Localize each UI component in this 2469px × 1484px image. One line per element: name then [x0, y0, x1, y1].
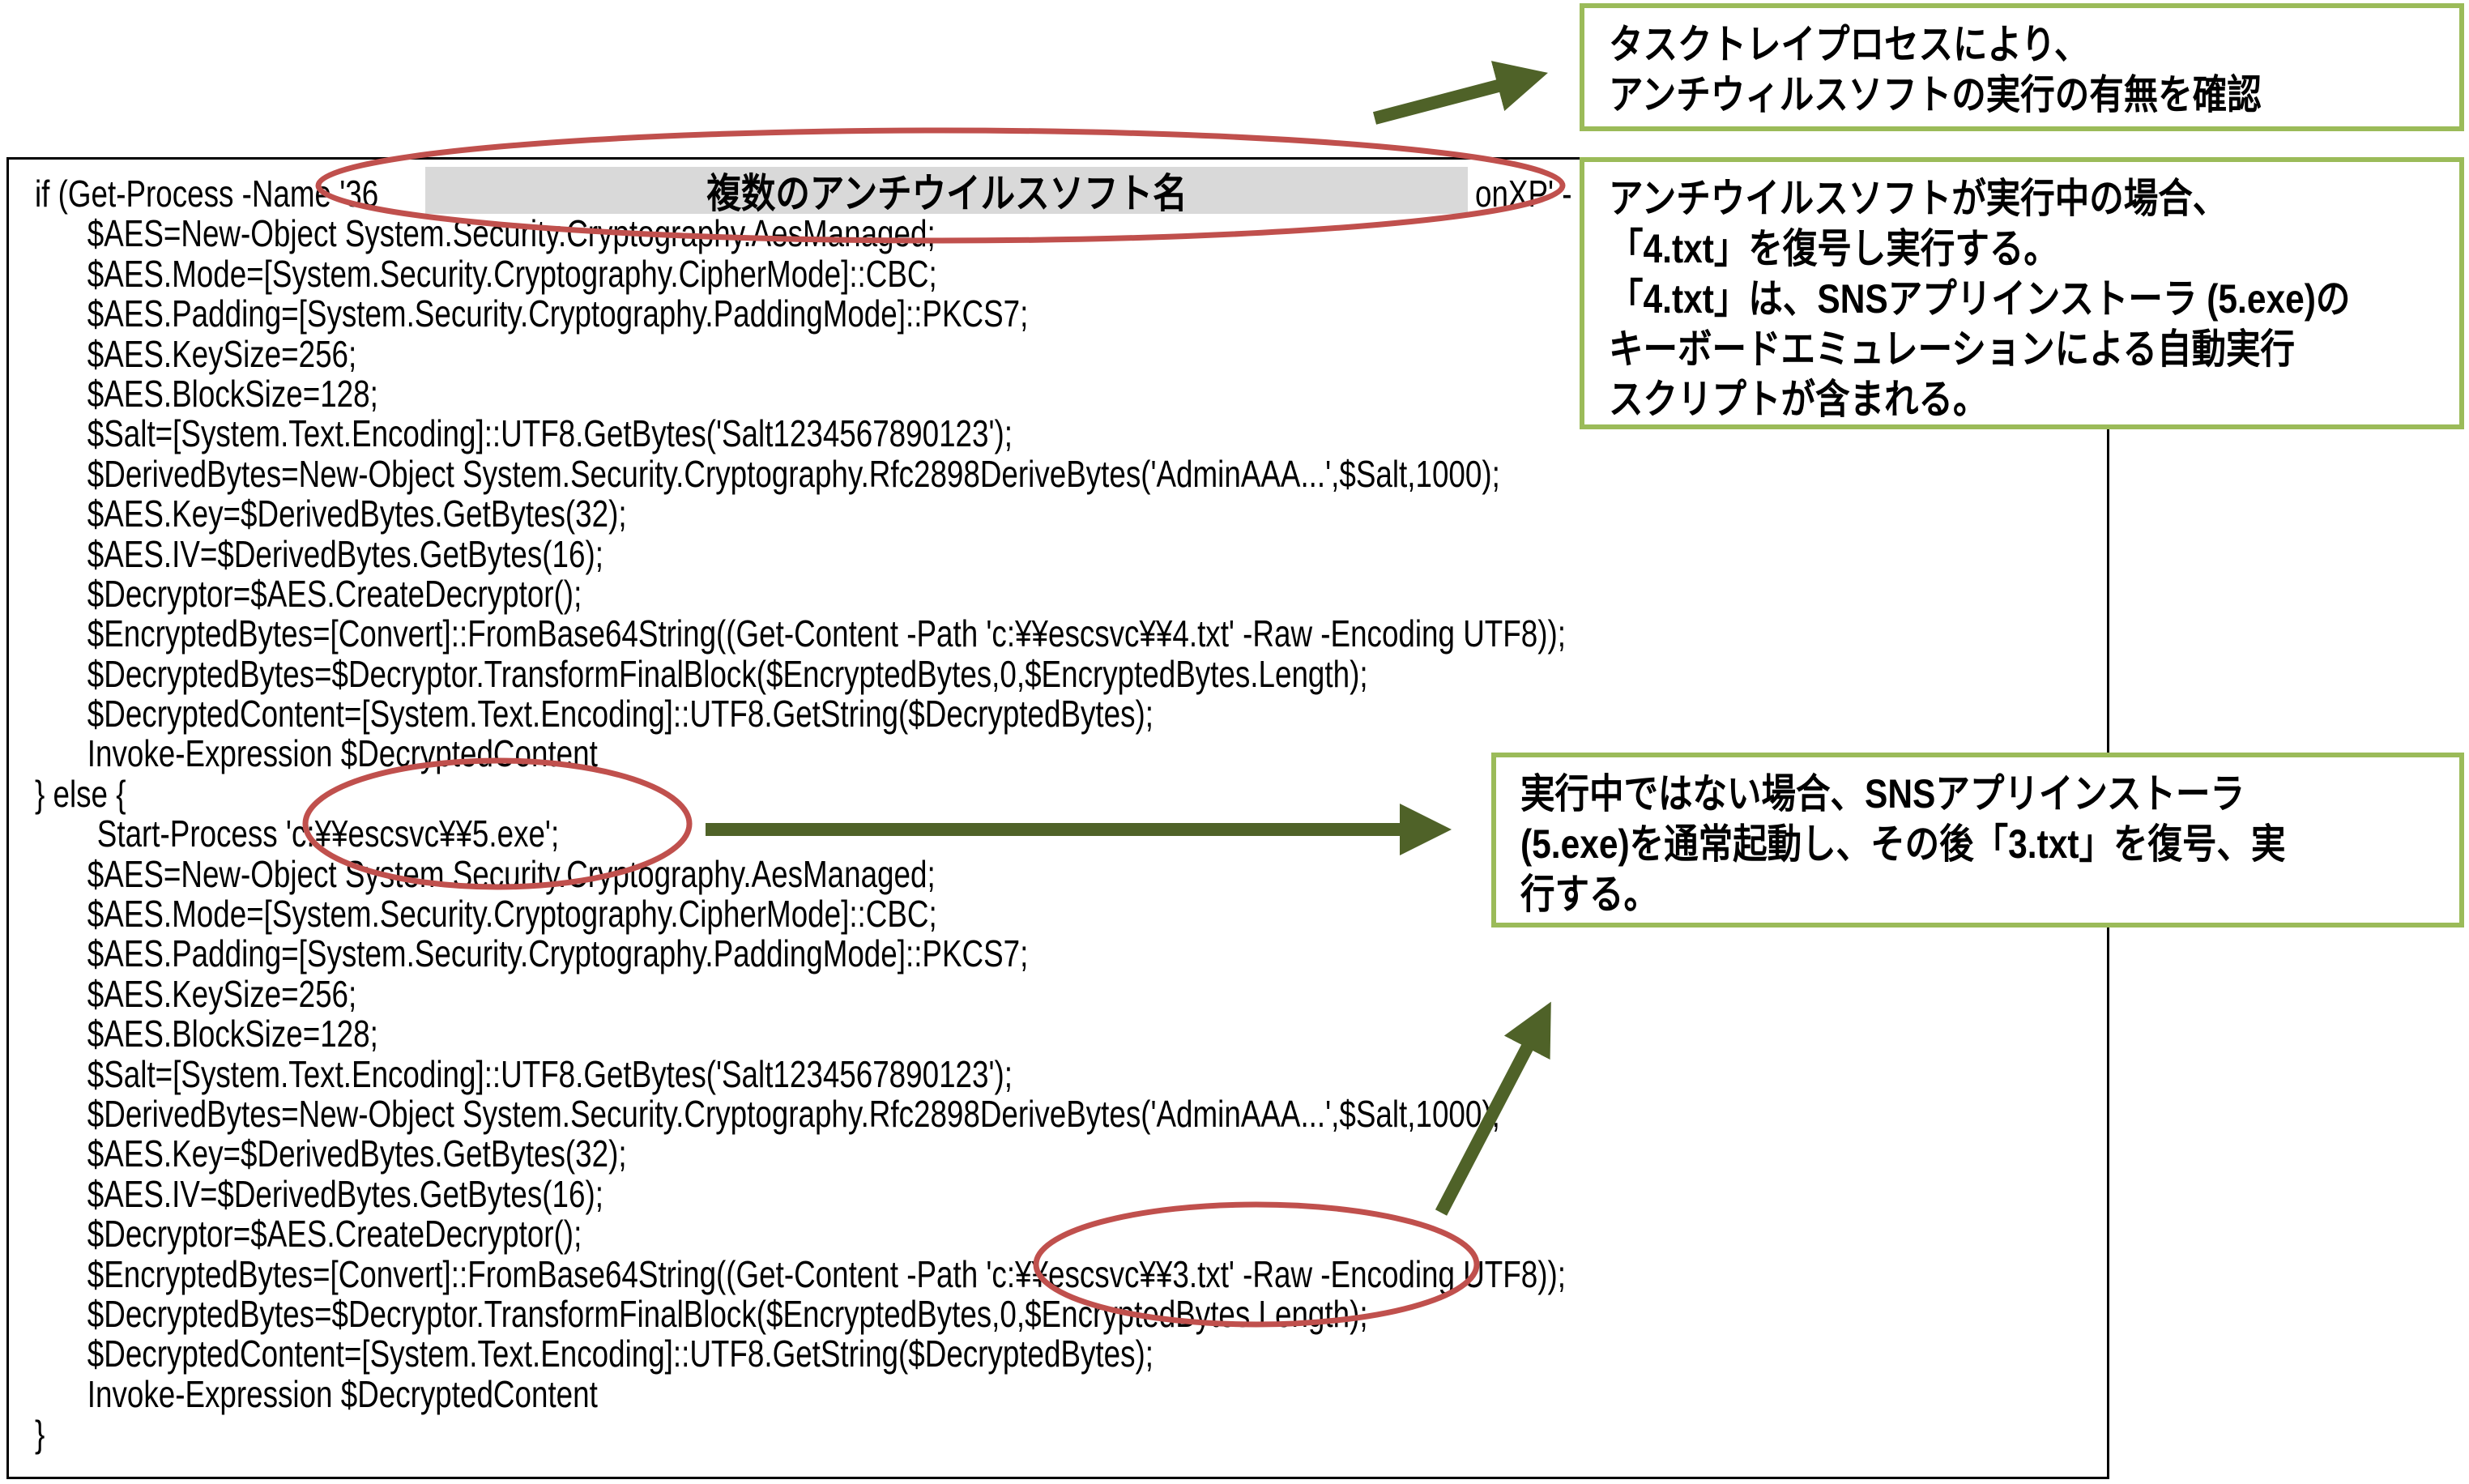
note-if-running: アンチウイルスソフトが実行中の場合、 「4.txt」を復号し実行する。 「4.t…	[1580, 157, 2464, 429]
code-line-close: }	[35, 1413, 45, 1456]
redacted-label: 複数のアンチウイルスソフト名	[706, 171, 1188, 216]
note-text: (5.exe)を通常起動し、その後「3.txt」を復号、実	[1520, 821, 2286, 867]
code-line-else: } else {	[35, 772, 126, 815]
note-text: アンチウィルスソフトの実行の有無を確認	[1609, 72, 2262, 117]
code-lines: if (Get-Process -Name '36 $AES=New-Objec…	[35, 173, 1948, 1456]
note-text: 「4.txt」を復号し実行する。	[1609, 226, 2058, 271]
code-line: $Decryptor=$AES.CreateDecryptor();	[87, 572, 582, 615]
note-text: 行する。	[1520, 872, 1658, 917]
code-line: $AES.BlockSize=128;	[87, 372, 378, 415]
code-line: $AES.KeySize=256;	[87, 332, 357, 375]
code-line: $AES=New-Object System.Security.Cryptogr…	[87, 852, 936, 895]
code-line: $Decryptor=$AES.CreateDecryptor();	[87, 1213, 582, 1256]
arrow-from-3txt	[1435, 1001, 1551, 1216]
highlight-ellipse-process-names	[315, 127, 1566, 244]
code-line-start-process: Start-Process 'c:¥¥escsvc¥¥5.exe';	[96, 812, 560, 855]
code-line: $AES.BlockSize=128;	[87, 1013, 378, 1055]
code-line: $DerivedBytes=New-Object System.Security…	[87, 1092, 1500, 1135]
code-line: $Salt=[System.Text.Encoding]::UTF8.GetBy…	[87, 1052, 1013, 1095]
redacted-antivirus-names: 複数のアンチウイルスソフト名	[425, 167, 1468, 216]
note-text: 実行中ではない場合、SNSアプリインストーラ	[1520, 771, 2245, 817]
code-line: $AES.Key=$DerivedBytes.GetBytes(32);	[87, 493, 627, 535]
note-text: アンチウイルスソフトが実行中の場合、	[1609, 176, 2228, 221]
code-line: $AES.Key=$DerivedBytes.GetBytes(32);	[87, 1132, 627, 1175]
code-line: $DecryptedBytes=$Decryptor.TransformFina…	[87, 652, 1368, 695]
code-line: $DerivedBytes=New-Object System.Security…	[87, 452, 1500, 495]
code-line: $DecryptedContent=[System.Text.Encoding]…	[87, 1333, 1153, 1375]
code-line: $DecryptedContent=[System.Text.Encoding]…	[87, 693, 1153, 736]
code-line: $AES.Padding=[System.Security.Cryptograp…	[87, 932, 1029, 975]
code-line: Invoke-Expression $DecryptedContent	[87, 732, 598, 775]
arrow-to-tray-note	[1372, 61, 1548, 125]
code-line: $DecryptedBytes=$Decryptor.TransformFina…	[87, 1292, 1368, 1335]
code-line: $AES.Padding=[System.Security.Cryptograp…	[87, 292, 1029, 335]
code-line: $AES.IV=$DerivedBytes.GetBytes(16);	[87, 532, 603, 575]
note-if-not-running: 実行中ではない場合、SNSアプリインストーラ (5.exe)を通常起動し、その後…	[1491, 753, 2464, 927]
code-line: $AES.Mode=[System.Security.Cryptography.…	[87, 252, 937, 295]
note-text: キーボードエミュレーションによる自動実行	[1609, 326, 2296, 372]
code-line: Invoke-Expression $DecryptedContent	[87, 1372, 598, 1415]
note-text: タスクトレイプロセスにより、	[1609, 22, 2089, 67]
code-line: $AES.KeySize=256;	[87, 972, 357, 1015]
code-line: $EncryptedBytes=[Convert]::FromBase64Str…	[87, 612, 1566, 655]
highlight-ellipse-5exe	[302, 757, 693, 890]
note-tray-check: タスクトレイプロセスにより、 アンチウィルスソフトの実行の有無を確認	[1580, 3, 2464, 131]
note-text: スクリプトが含まれる。	[1609, 377, 1988, 422]
code-line: $EncryptedBytes=[Convert]::FromBase64Str…	[87, 1252, 1566, 1295]
code-line: $Salt=[System.Text.Encoding]::UTF8.GetBy…	[87, 412, 1013, 455]
code-line: $AES.IV=$DerivedBytes.GetBytes(16);	[87, 1172, 603, 1215]
note-text: 「4.txt」は、SNSアプリインストーラ (5.exe)の	[1609, 276, 2351, 322]
code-line: $AES.Mode=[System.Security.Cryptography.…	[87, 893, 937, 936]
highlight-ellipse-3txt	[1033, 1201, 1480, 1328]
